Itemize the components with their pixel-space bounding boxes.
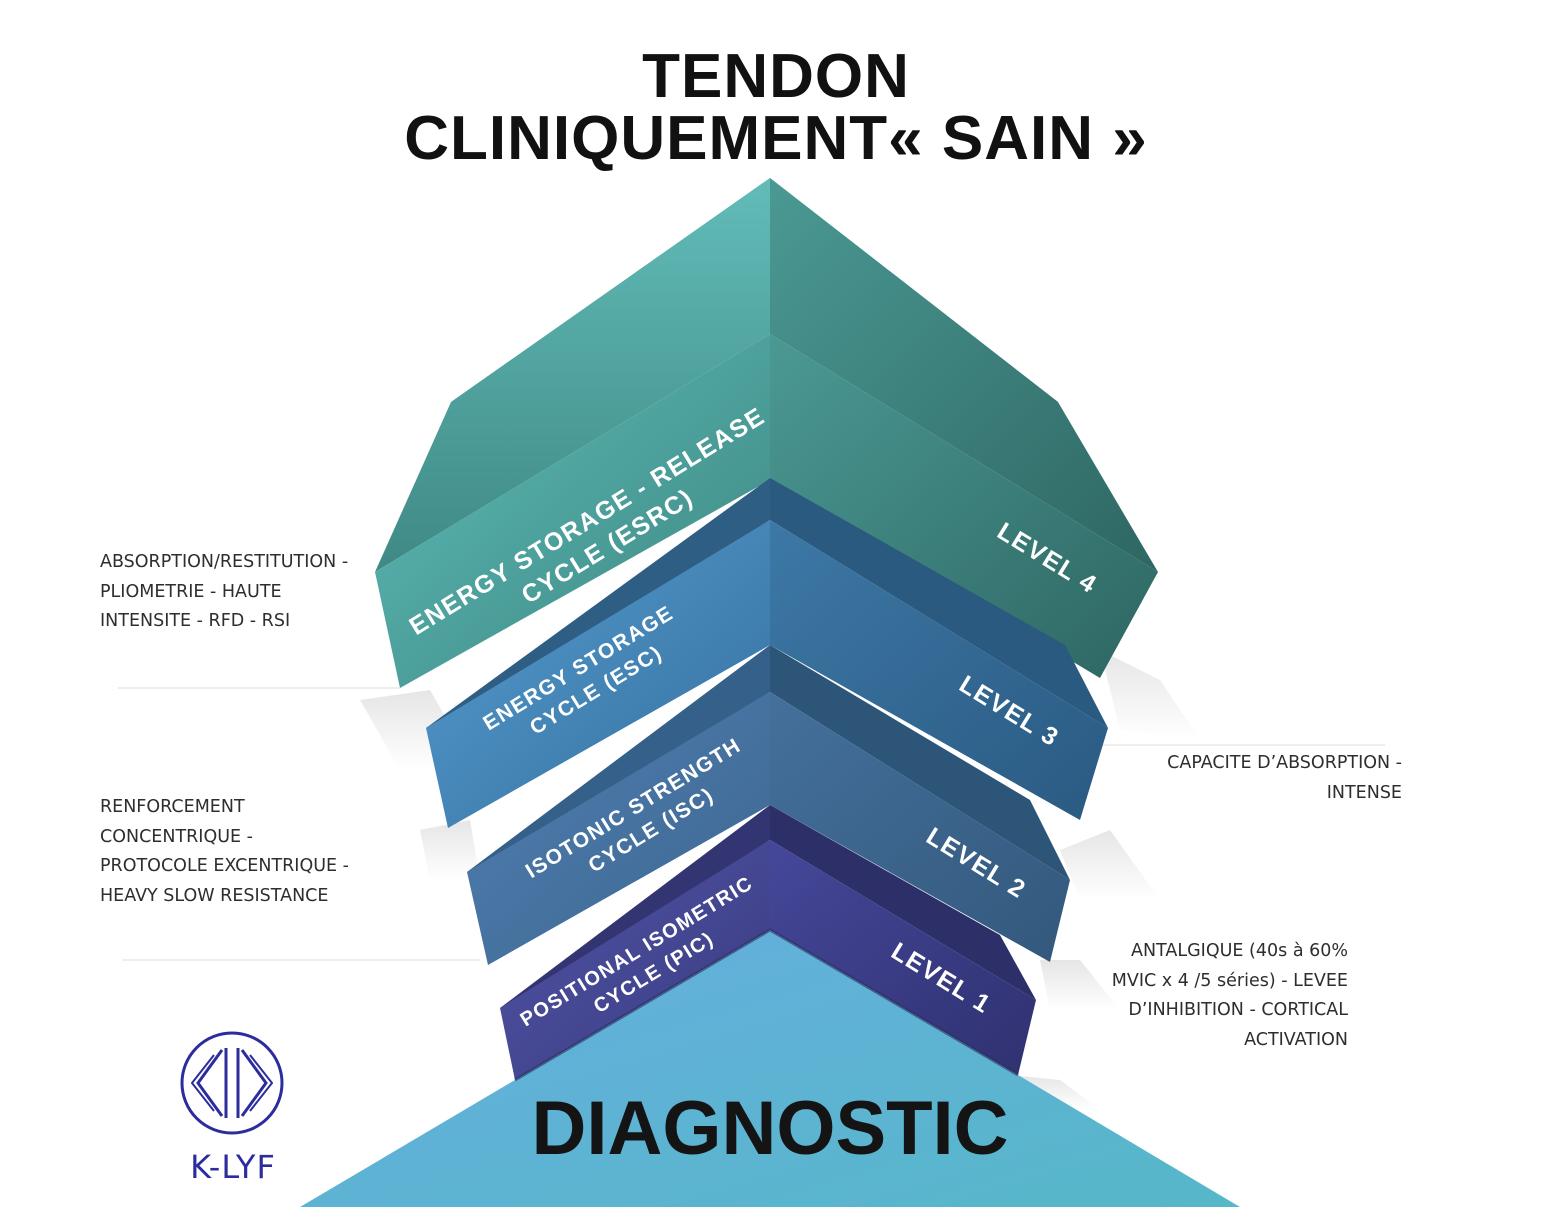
klyf-circle-k-icon (180, 1031, 284, 1135)
logo-text: K-LYF (190, 1148, 276, 1186)
level1-description: ANTALGIQUE (40s à 60% MVIC x 4 /5 séries… (1111, 941, 1348, 1050)
title-line-1: TENDON (642, 42, 910, 111)
level2-description: RENFORCEMENT CONCENTRIQUE - PROTOCOLE EX… (100, 797, 349, 906)
diagnostic-base (300, 928, 1240, 1207)
level1-chevron (500, 805, 1036, 1080)
level3-description: CAPACITE D’ABSORPTION - INTENSE (1167, 753, 1402, 803)
diagnostic-label: DIAGNOSTIC (531, 1086, 1008, 1171)
level4-description: ABSORPTION/RESTITUTION - PLIOMETRIE - HA… (100, 552, 349, 631)
level2-chevron (467, 645, 1070, 965)
title-line-2: CLINIQUEMENT« SAIN » (404, 104, 1148, 173)
level3-chevron (426, 478, 1108, 828)
level4-chevron (375, 178, 1158, 688)
